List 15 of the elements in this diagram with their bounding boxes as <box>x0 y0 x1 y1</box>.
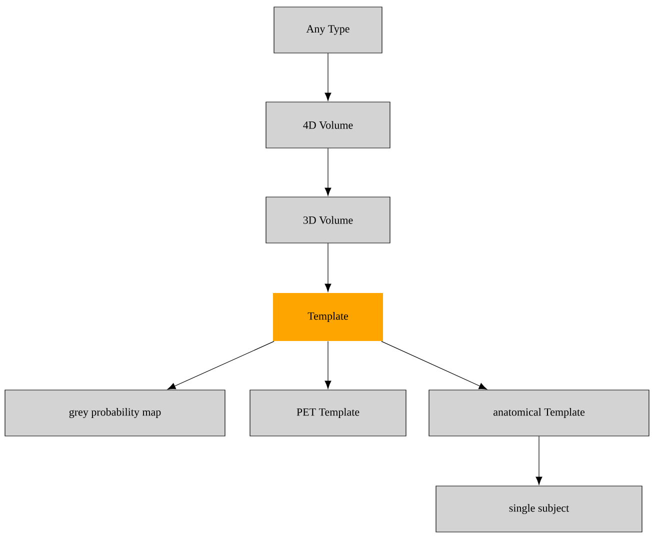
process-box: anatomical Template <box>428 390 650 436</box>
process-box: 3D Volume <box>266 196 390 244</box>
process-box: 4D Volume <box>266 102 390 148</box>
process-box: Any Type <box>274 6 382 54</box>
arrow <box>324 148 332 196</box>
arrow <box>381 341 488 390</box>
arrow <box>536 436 542 485</box>
process-box: grey probability map <box>4 390 226 436</box>
arrow <box>167 341 274 390</box>
highlighted-box: Template <box>273 293 383 341</box>
arrow <box>324 53 332 101</box>
arrow <box>324 243 332 292</box>
process-box: single subject <box>436 486 642 532</box>
process-box: PET Template <box>250 390 406 436</box>
arrow <box>324 341 332 389</box>
